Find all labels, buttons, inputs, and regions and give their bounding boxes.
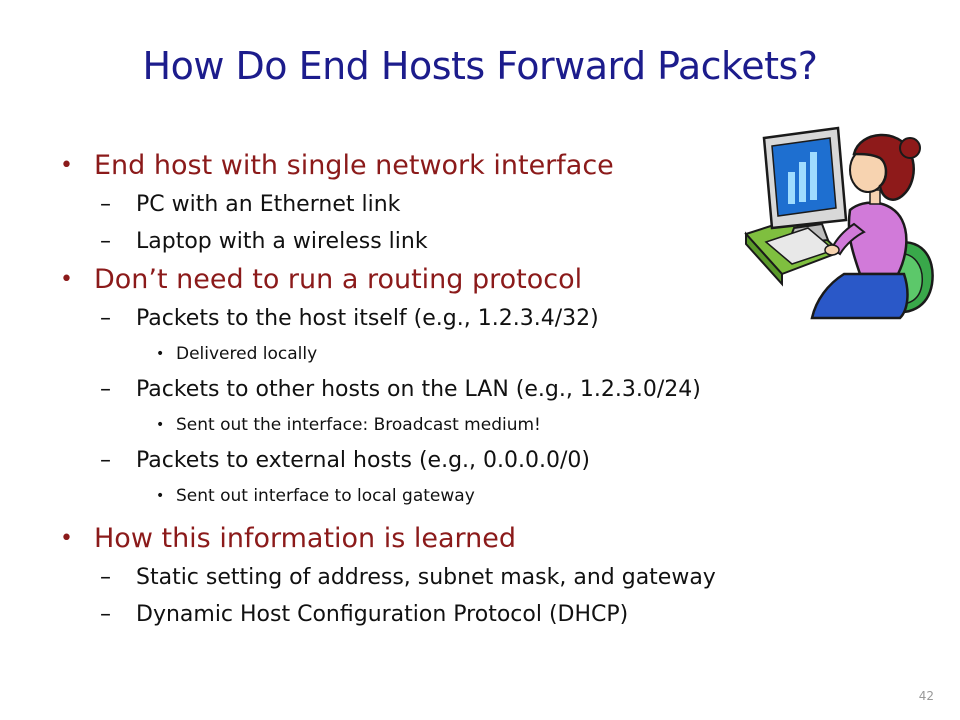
sub-bullet-text: PC with an Ethernet link	[136, 192, 401, 217]
sub-sub-bullet-text: Sent out the interface: Broadcast medium…	[176, 415, 541, 435]
bullet-text: How this information is learned	[94, 523, 517, 554]
dash-marker: –	[100, 377, 111, 402]
bullet-marker: •	[60, 153, 73, 178]
bullet-item: • Don’t need to run a routing protocol	[60, 260, 940, 300]
bullet-marker: •	[156, 488, 165, 504]
person-at-computer-icon	[744, 126, 934, 320]
bullet-item: • How this information is learned	[60, 519, 940, 559]
sub-sub-bullet-item: • Sent out interface to local gateway	[60, 479, 940, 513]
page-number: 42	[918, 689, 934, 703]
bullet-marker: •	[60, 267, 73, 292]
dash-marker: –	[100, 306, 111, 331]
bullet-list: •End host with single network interface …	[60, 146, 940, 633]
sub-bullet-item: –Packets to the host itself (e.g., 1.2.3…	[60, 300, 940, 337]
sub-bullet-text: Packets to the host itself (e.g., 1.2.3.…	[136, 306, 599, 331]
sub-sub-bullet-text: Sent out interface to local gateway	[176, 486, 475, 506]
sub-bullet-text: Packets to other hosts on the LAN (e.g.,…	[136, 377, 701, 402]
bullet-marker: •	[60, 526, 73, 551]
bullet-text: End host with single network interface	[94, 150, 614, 181]
sub-bullet-item: –Packets to external hosts (e.g., 0.0.0.…	[60, 442, 940, 479]
bullet-marker: •	[156, 346, 165, 362]
sub-bullet-text: Laptop with a wireless link	[136, 229, 428, 254]
sub-sub-bullet-text: Delivered locally	[176, 344, 318, 364]
dash-marker: –	[100, 229, 111, 254]
bullet-marker: •	[156, 417, 165, 433]
dash-marker: –	[100, 192, 111, 217]
sub-sub-bullet-item: • Delivered locally	[60, 337, 940, 371]
slide-title: How Do End Hosts Forward Packets?	[142, 44, 818, 88]
sub-bullet-item: –Laptop with a wireless link	[60, 223, 940, 260]
sub-bullet-item: –Dynamic Host Configuration Protocol (DH…	[60, 596, 940, 633]
sub-bullet-item: –PC with an Ethernet link	[60, 186, 940, 223]
sub-sub-bullet-item: • Sent out the interface: Broadcast mediu…	[60, 408, 940, 442]
bullet-text: Don’t need to run a routing protocol	[94, 264, 583, 295]
sub-bullet-item: –Packets to other hosts on the LAN (e.g.…	[60, 371, 940, 408]
bullet-item: • End host with single network interface	[60, 146, 940, 186]
sub-bullet-text: Static setting of address, subnet mask, …	[136, 565, 716, 590]
dash-marker: –	[100, 448, 111, 473]
sub-bullet-text: Dynamic Host Configuration Protocol (DHC…	[136, 602, 629, 627]
dash-marker: –	[100, 565, 111, 590]
dash-marker: –	[100, 602, 111, 627]
sub-bullet-item: –Static setting of address, subnet mask,…	[60, 559, 940, 596]
sub-bullet-text: Packets to external hosts (e.g., 0.0.0.0…	[136, 448, 590, 473]
